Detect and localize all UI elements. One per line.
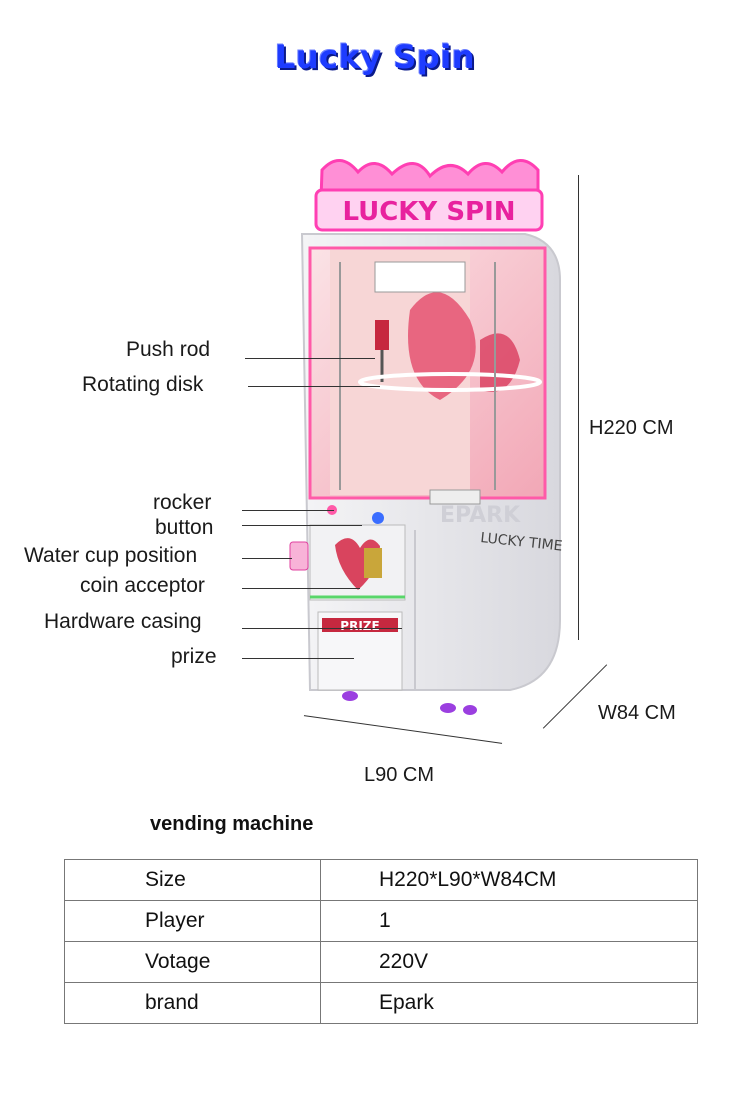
prize-label: PRIZE [340,619,379,633]
spec-value: H220*L90*W84CM [320,859,698,901]
callout-push-rod: Push rod [126,338,211,361]
leader-line [242,558,292,559]
width-dimension: W84 CM [598,702,676,724]
height-dimension: H220 CM [589,417,674,439]
leader-line [248,386,380,387]
page-title: Lucky Spin [274,38,476,76]
table-row: Size H220*L90*W84CM [64,859,698,901]
spec-table: Size H220*L90*W84CM Player 1 Votage 220V… [64,859,698,1024]
spec-value: Epark [320,982,698,1024]
spec-value: 1 [320,900,698,942]
callout-button: button [155,516,214,539]
push-rod-part [375,320,389,350]
callout-water-cup: Water cup position [24,544,198,567]
spec-value: 220V [320,941,698,983]
brand-mark: EPARK [440,503,521,528]
height-dimension-line [578,175,579,640]
leader-line [242,628,402,629]
spec-heading: vending machine [150,813,314,835]
leader-line [242,525,362,526]
spec-key: brand [64,982,321,1024]
spec-key: Size [64,859,321,901]
prize-area: PRIZE [317,611,403,691]
spec-key: Votage [64,941,321,983]
control-panel [289,505,406,601]
table-row: Player 1 [64,900,698,942]
length-dimension: L90 CM [364,764,435,786]
table-row: brand Epark [64,982,698,1024]
machine-illustration: LUCKY SPIN EPARK LUCKY TIME PRI [289,159,563,715]
leader-line [245,358,375,359]
glass-display [308,246,547,505]
callout-rotating-disk: Rotating disk [82,373,204,396]
callout-coin-acceptor: coin acceptor [80,574,205,597]
table-row: Votage 220V [64,941,698,983]
leader-line [242,588,360,589]
callout-hardware-casing: Hardware casing [44,610,202,633]
leader-line [242,658,354,659]
spec-key: Player [64,900,321,942]
crown-sign: LUCKY SPIN [314,159,544,232]
sign-text: LUCKY SPIN [342,197,515,227]
rotating-disk-part [358,372,542,392]
callout-rocker: rocker [153,491,212,514]
leader-line [242,510,334,511]
callout-prize: prize [171,645,217,668]
